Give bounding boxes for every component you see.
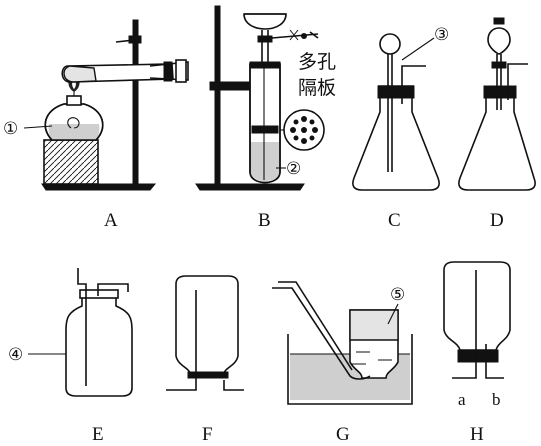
apparatus-h: a b H — [443, 261, 511, 445]
callout-3: ③ — [401, 25, 449, 61]
label-h: H — [470, 424, 484, 445]
label-b: B — [258, 210, 271, 231]
callout-1: ① — [3, 119, 53, 139]
porous-plate-label-1: 多孔 — [298, 51, 336, 73]
label-c: C — [388, 210, 401, 231]
test-tube — [61, 59, 189, 83]
label-d: D — [490, 210, 504, 231]
wide-mouth-bottle — [65, 289, 133, 397]
callout-2: ② — [276, 159, 301, 179]
svg-text:④: ④ — [8, 345, 23, 365]
port-b-label: b — [492, 390, 501, 409]
separatory-funnel — [243, 13, 287, 64]
iron-stand — [195, 5, 305, 191]
label-f: F — [202, 424, 213, 445]
porous-plate-label-2: 隔板 — [298, 77, 336, 99]
svg-text:②: ② — [286, 159, 301, 179]
svg-text:③: ③ — [434, 25, 449, 45]
label-g: G — [336, 424, 350, 445]
tubes — [452, 270, 504, 379]
conical-flask — [352, 85, 440, 191]
wooden-block — [43, 139, 99, 185]
apparatus-f: F — [166, 275, 244, 445]
callout-5: ⑤ — [387, 285, 405, 325]
label-e: E — [92, 424, 104, 445]
svg-text:⑤: ⑤ — [390, 285, 405, 305]
delivery-tube — [272, 281, 371, 380]
porous-plate-inset — [280, 109, 325, 151]
inlet-outlet-tubes — [77, 268, 129, 386]
label-a: A — [104, 210, 118, 231]
apparatus-d: D — [458, 17, 536, 231]
inverted-bottle — [443, 261, 511, 363]
side-tube-clamp — [271, 29, 319, 41]
apparatus-e: ④ E — [8, 268, 133, 445]
inverted-bottle — [349, 309, 399, 379]
alcohol-lamp — [44, 85, 104, 141]
apparatus-b: 多孔 隔板 ② B — [195, 5, 336, 231]
delivery-tube — [401, 65, 426, 104]
apparatus-g: ⑤ G — [272, 281, 413, 445]
test-tube — [249, 61, 281, 184]
port-a-label: a — [458, 390, 466, 409]
svg-text:①: ① — [3, 119, 18, 139]
apparatus-a: ① A — [3, 19, 189, 231]
tube — [166, 290, 244, 391]
separatory-funnel — [487, 17, 511, 110]
inverted-gas-jar — [175, 275, 239, 379]
callout-4: ④ — [8, 345, 66, 365]
long-neck-funnel — [379, 33, 401, 172]
iron-stand — [41, 19, 157, 191]
apparatus-c: ③ C — [352, 25, 449, 231]
delivery-tube — [507, 63, 528, 100]
